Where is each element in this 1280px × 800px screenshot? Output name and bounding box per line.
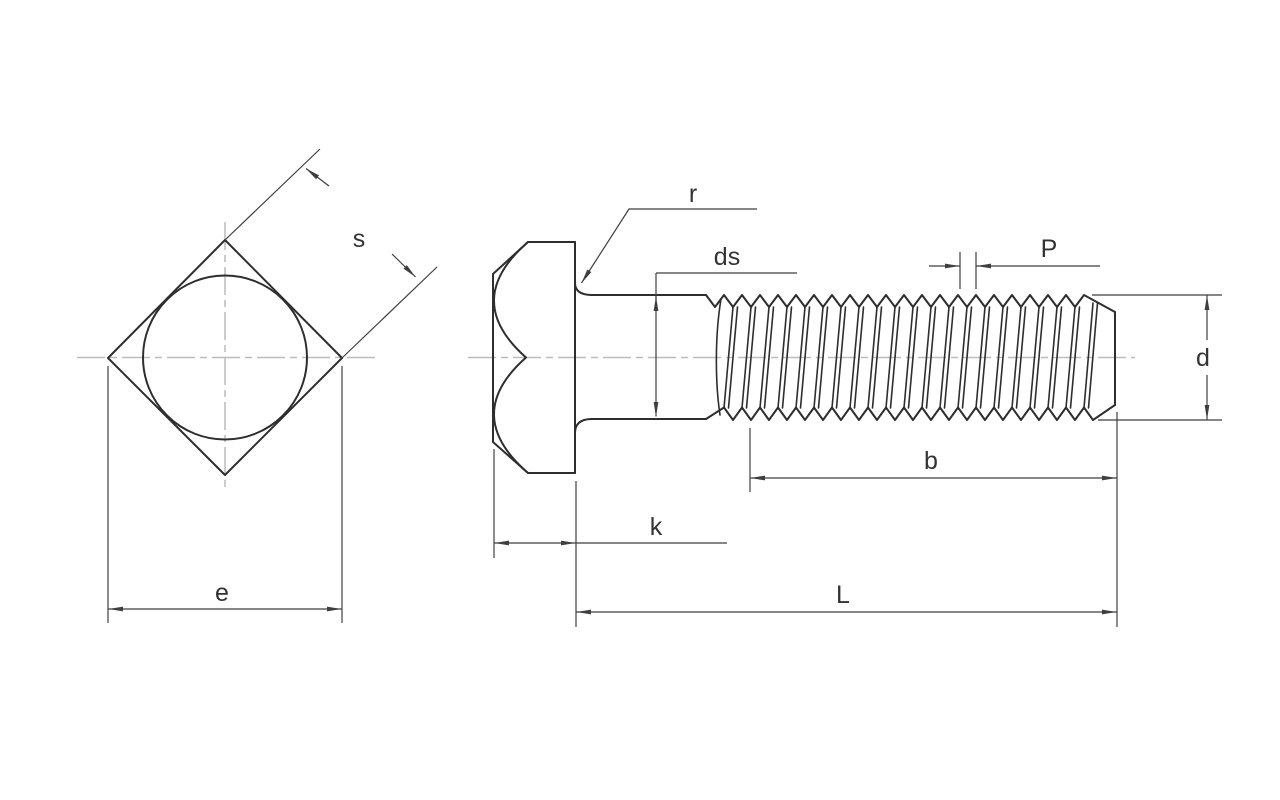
thread-flank-line: [871, 306, 883, 409]
thread-flank-line: [993, 306, 1004, 409]
thread-flank-line: [939, 306, 950, 409]
thread-flank-line: [831, 306, 842, 409]
dim-label-e: e: [215, 579, 229, 607]
s-extension-line-lower: [341, 266, 438, 359]
side-view-bolt: [492, 241, 1116, 474]
thread-flank-line: [943, 306, 955, 409]
thread-flank-line: [853, 306, 865, 409]
thread-flank-line: [759, 306, 770, 409]
thread-flank-line: [1015, 306, 1027, 409]
thread-flank-line: [979, 306, 991, 409]
dim-label-ds: ds: [714, 243, 740, 271]
r-leader-line: [580, 208, 757, 284]
head-facet-arcs: [493, 241, 529, 474]
thread-flank-line: [777, 306, 788, 409]
centerlines: [77, 222, 1135, 492]
thread-flank-line: [867, 306, 878, 409]
thread-flank-line: [1033, 306, 1045, 409]
dim-label-l: L: [836, 581, 850, 609]
thread-flank-line: [727, 306, 739, 409]
thread-flank-line: [1047, 306, 1058, 409]
thread-flank-line: [763, 306, 775, 409]
fillet-and-shank-top: [574, 282, 707, 296]
thread-flank-line: [1065, 306, 1076, 409]
thread-flank-line: [723, 306, 734, 409]
inscribed-circle: [142, 274, 308, 441]
dim-label-r: r: [689, 180, 697, 208]
thread-flank-line: [925, 306, 937, 409]
thread-crest-profile-top: [705, 294, 1116, 313]
thread-flank-line: [921, 306, 932, 409]
thread-flank-line: [907, 306, 919, 409]
threaded-section: [705, 294, 1116, 421]
front-view-square-head: [107, 239, 343, 476]
thread-flank-line: [741, 306, 752, 409]
thread-flank-line: [813, 306, 824, 409]
s-arrow-lower: [391, 253, 416, 278]
thread-runout-curve: [715, 298, 722, 416]
thread-flank-line: [1087, 302, 1099, 409]
dim-label-d: d: [1196, 344, 1210, 372]
dim-label-b: b: [924, 447, 938, 475]
thread-flank-line: [1029, 306, 1040, 409]
thread-flank-line: [1011, 306, 1022, 409]
s-extension-line-upper: [224, 148, 321, 241]
thread-flank-lines: [723, 302, 1099, 409]
thread-flank-line: [1069, 306, 1081, 409]
square-head-outline: [107, 239, 343, 476]
dim-label-k: k: [650, 513, 663, 541]
thread-crest-profile-bottom: [705, 404, 1116, 421]
thread-flank-line: [975, 306, 986, 409]
dimensions: s e r ds P d b k: [107, 148, 1222, 627]
thread-flank-line: [799, 306, 811, 409]
s-arrow-upper: [305, 168, 330, 187]
dim-label-p: P: [1041, 235, 1058, 263]
thread-flank-line: [957, 306, 968, 409]
thread-flank-line: [781, 306, 793, 409]
thread-flank-line: [889, 306, 901, 409]
thread-flank-line: [961, 306, 973, 409]
thread-flank-line: [885, 306, 896, 409]
thread-flank-line: [795, 306, 806, 409]
thread-flank-line: [1083, 302, 1094, 409]
thread-flank-line: [903, 306, 914, 409]
thread-flank-line: [817, 306, 829, 409]
thread-flank-line: [745, 306, 757, 409]
head-outline: [492, 241, 576, 474]
dim-label-s: s: [353, 225, 366, 253]
thread-flank-line: [997, 306, 1009, 409]
thread-flank-line: [1051, 306, 1063, 409]
thread-flank-line: [835, 306, 847, 409]
thread-flank-line: [849, 306, 860, 409]
fillet-and-shank-bottom: [574, 418, 707, 434]
